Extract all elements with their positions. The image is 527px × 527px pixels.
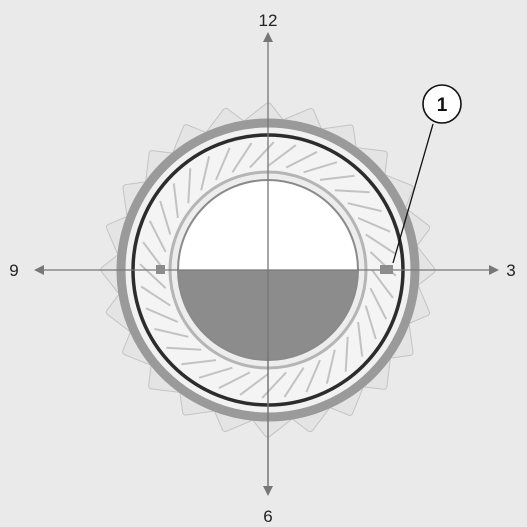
vane-hatching	[139, 141, 397, 399]
vane-line	[283, 367, 305, 398]
vane-line	[139, 263, 167, 289]
right-marker	[380, 265, 393, 274]
vane-line	[364, 305, 377, 340]
vane-line	[148, 220, 167, 253]
vane-line	[181, 359, 217, 366]
vane-line	[371, 269, 394, 299]
vane-line	[172, 183, 179, 219]
vane-line	[198, 366, 233, 379]
vane-line	[369, 287, 388, 320]
vane-line	[357, 321, 364, 357]
label-9: 9	[9, 261, 18, 280]
label-3: 3	[506, 261, 515, 280]
vane-line	[285, 150, 318, 169]
vane-line	[325, 349, 336, 384]
vane-line	[159, 200, 172, 235]
vane-line	[365, 233, 396, 255]
label-6: 6	[263, 507, 272, 526]
vane-line	[305, 359, 321, 393]
left-marker	[156, 265, 165, 274]
vane-line	[267, 144, 297, 167]
vane-line	[218, 371, 251, 390]
callout-number: 1	[437, 95, 448, 116]
vane-line	[261, 371, 287, 399]
vane-line	[344, 336, 349, 372]
vane-line	[215, 147, 231, 181]
callout-leader	[392, 123, 434, 264]
vane-line	[319, 174, 355, 181]
vane-line	[166, 346, 202, 351]
callout-circle	[422, 84, 462, 124]
vane-line	[347, 202, 382, 213]
vane-line	[303, 161, 338, 174]
vane-line	[334, 189, 370, 194]
vane-line	[249, 141, 275, 169]
vane-line	[154, 327, 189, 338]
vane-line	[357, 217, 391, 233]
vane-line	[145, 307, 179, 323]
vane-line	[239, 373, 269, 396]
vane-line	[231, 142, 253, 173]
label-12: 12	[259, 11, 278, 30]
vane-line	[200, 156, 211, 191]
vane-line	[140, 285, 171, 307]
vane-line	[187, 168, 192, 204]
